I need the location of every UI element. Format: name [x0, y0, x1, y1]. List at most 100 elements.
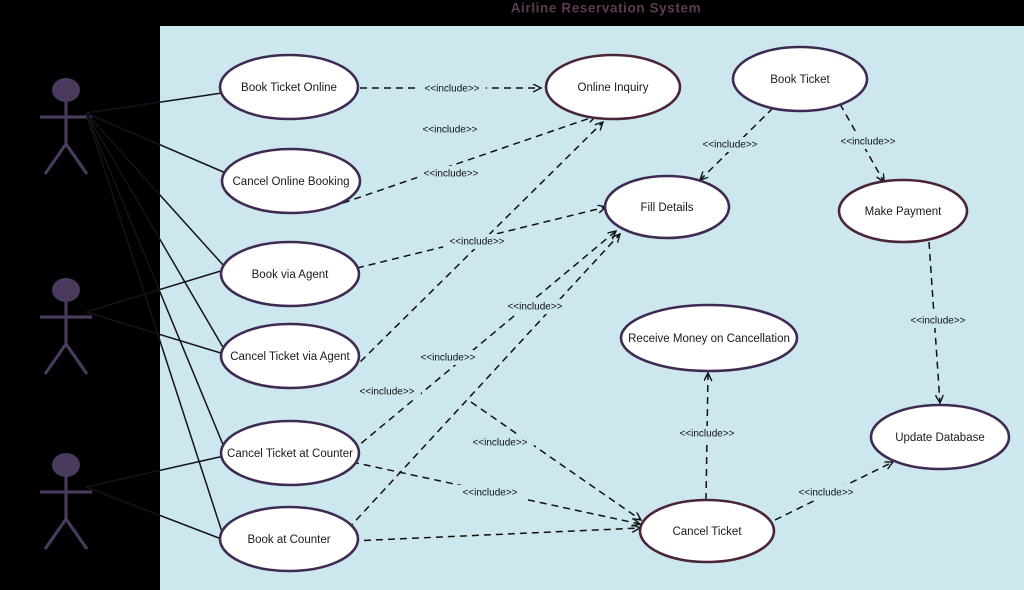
actor-leg-left [43, 518, 68, 550]
include-cancel-ticket-at-counter-to-fill-details[interactable] [351, 231, 616, 452]
use-case-fill-details[interactable]: Fill Details [603, 174, 731, 240]
include-book-at-counter-to-fill-details[interactable] [347, 234, 620, 530]
use-case-label: Cancel Ticket via Agent [230, 351, 350, 363]
include-label-backing [792, 485, 860, 500]
actor-agent[interactable] [40, 278, 92, 375]
use-case-label: Update Database [895, 432, 985, 444]
page-title: Airline Reservation System [511, 1, 701, 16]
use-case-label: Cancel Online Booking [233, 176, 350, 188]
include-stereotype-label: <<include>> [423, 169, 478, 180]
assoc-actor1-book-ticket-online[interactable] [85, 92, 223, 114]
use-case-label: Book Ticket Online [241, 82, 337, 94]
include-label-backing [904, 313, 972, 328]
include-stereotype-label: <<include>> [840, 137, 895, 148]
include-cancel-ticket-via-agent-to-online-inquiry[interactable] [351, 122, 603, 371]
use-case-book-ticket-online[interactable]: Book Ticket Online [218, 53, 360, 121]
actor-leg-right [64, 518, 89, 550]
actor-leg-right [64, 143, 89, 175]
include-book-via-agent-to-fill-details[interactable] [356, 207, 606, 269]
include-stereotype-label: <<include>> [702, 140, 757, 151]
use-case-label: Make Payment [865, 206, 943, 218]
actor-counter-staff[interactable] [40, 453, 92, 550]
include-label-backing [353, 384, 421, 399]
include-stereotype-label: <<include>> [462, 488, 517, 499]
assoc-actor3-book-at-counter[interactable] [85, 486, 225, 541]
use-case-ellipse [603, 174, 731, 240]
assoc-actor1-cancel-ticket-at-counter[interactable] [85, 112, 225, 448]
use-case-ellipse [220, 147, 362, 215]
include-make-payment-to-update-database[interactable] [928, 241, 940, 403]
assoc-actor1-cancel-ticket-via-agent[interactable] [85, 112, 225, 350]
use-case-make-payment[interactable]: Make Payment [837, 178, 969, 244]
assoc-actor2-cancel-ticket-via-agent[interactable] [85, 311, 225, 355]
include-label-backing [456, 485, 524, 500]
use-case-receive-money[interactable]: Receive Money on Cancellation [619, 303, 799, 373]
include-label-backing [417, 166, 485, 181]
include-label-backing [466, 435, 534, 450]
use-case-online-inquiry[interactable]: Online Inquiry [544, 53, 682, 121]
assoc-actor1-book-via-agent[interactable] [85, 112, 225, 267]
include-label-backing [696, 137, 764, 152]
use-case-ellipse [869, 403, 1011, 471]
include-label-backing [443, 234, 511, 249]
actor-leg-right [64, 343, 89, 375]
include-stereotype-label: <<include>> [424, 84, 479, 95]
use-case-ellipse [219, 322, 361, 390]
use-case-label: Fill Details [640, 202, 693, 214]
use-case-update-database[interactable]: Update Database [869, 403, 1011, 471]
use-case-ellipse [218, 53, 360, 121]
include-label-backing [834, 134, 902, 149]
include-stereotype-label: <<include>> [420, 353, 475, 364]
include-fill-details-to-cancel-ticket[interactable] [470, 401, 641, 520]
use-case-label: Book via Agent [252, 269, 330, 281]
actor-online-customer[interactable] [40, 78, 92, 175]
use-case-ellipse [837, 178, 969, 244]
include-stereotype-label: <<include>> [449, 237, 504, 248]
use-case-ellipse [218, 505, 360, 573]
use-case-cancel-ticket-via-agent[interactable]: Cancel Ticket via Agent [219, 322, 361, 390]
use-case-ellipse [544, 53, 682, 121]
include-stereotype-label: <<include>> [679, 429, 734, 440]
use-case-ellipse [731, 45, 869, 113]
include-label-backing [416, 122, 484, 137]
actor-head [52, 78, 80, 102]
actors-layer [40, 78, 92, 550]
include-cancel-online-booking-to-online-inquiry[interactable] [342, 116, 596, 204]
use-case-ellipse [219, 419, 361, 487]
include-stereotype-label: <<include>> [359, 387, 414, 398]
associations-layer [85, 92, 229, 541]
assoc-actor1-cancel-online-booking[interactable] [85, 112, 229, 175]
use-case-label: Book at Counter [247, 534, 330, 546]
use-case-label: Cancel Ticket [672, 526, 742, 538]
use-case-book-via-agent[interactable]: Book via Agent [219, 240, 361, 308]
use-case-cancel-ticket[interactable]: Cancel Ticket [638, 498, 776, 564]
actor-head [52, 278, 80, 302]
include-labels-layer: <<include>> <<include>> <<include>> <<inclu… [353, 81, 972, 500]
include-book-ticket-to-make-payment[interactable] [839, 103, 884, 182]
use-case-label: Online Inquiry [578, 82, 649, 94]
assoc-actor3-cancel-ticket-at-counter[interactable] [85, 455, 225, 488]
use-case-book-at-counter[interactable]: Book at Counter [218, 505, 360, 573]
actor-leg-left [43, 143, 68, 175]
use-case-ellipse [638, 498, 776, 564]
use-case-ellipse [619, 303, 799, 373]
include-stereotype-label: <<include>> [472, 438, 527, 449]
use-case-label: Receive Money on Cancellation [628, 333, 790, 345]
assoc-actor2-book-via-agent[interactable] [85, 269, 225, 313]
include-label-backing [414, 350, 482, 365]
include-label-backing [418, 81, 486, 96]
actor-leg-left [43, 343, 68, 375]
include-label-backing [673, 426, 741, 441]
use-case-cancel-ticket-at-counter[interactable]: Cancel Ticket at Counter [219, 419, 361, 487]
use-case-book-ticket[interactable]: Book Ticket [731, 45, 869, 113]
use-case-cancel-online-booking[interactable]: Cancel Online Booking [220, 147, 362, 215]
include-book-at-counter-to-cancel-ticket[interactable] [351, 528, 640, 542]
use-case-label: Cancel Ticket at Counter [227, 448, 353, 460]
include-stereotype-label: <<include>> [910, 316, 965, 327]
include-stereotype-label: <<include>> [422, 125, 477, 136]
actor-head [52, 453, 80, 477]
include-stereotype-label: <<include>> [798, 488, 853, 499]
